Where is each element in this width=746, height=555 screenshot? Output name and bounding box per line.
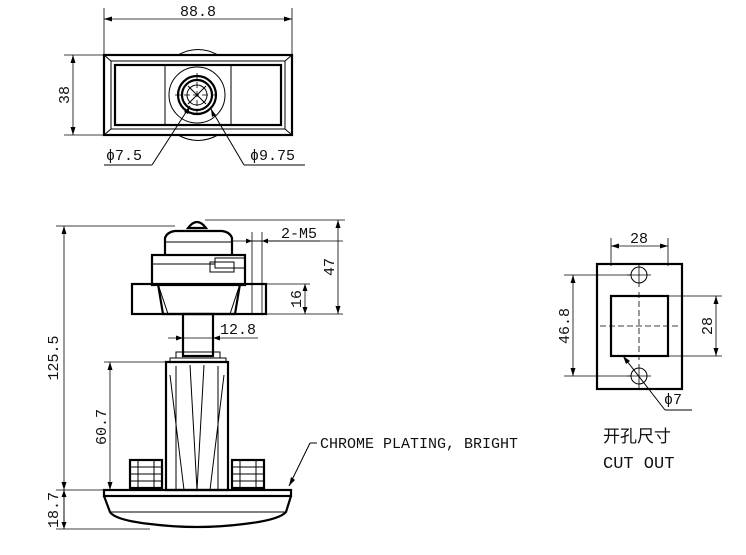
screw-label: 2-M5 <box>281 226 317 243</box>
hole-dia-label: ϕ7 <box>664 392 682 409</box>
cutout-title-en: CUT OUT <box>603 455 674 474</box>
top-height-dim: 38 <box>57 86 74 104</box>
right-nut <box>230 458 266 490</box>
overall-height-dim: 125.5 <box>46 335 63 380</box>
cutout-square-dim: 28 <box>700 317 717 335</box>
body-height-dim: 60.7 <box>94 409 111 445</box>
knob-outer-circle <box>168 66 226 124</box>
top-view: 88.8 38 ϕ7.5 <box>57 4 305 166</box>
cutout-width-dim: 28 <box>630 231 648 248</box>
top-width-dim: 88.8 <box>180 4 216 21</box>
outer-dia-label: ϕ9.75 <box>250 148 295 165</box>
cutout-view: 28 46.8 28 ϕ7 开孔尺寸 CUT OUT <box>557 231 722 474</box>
cutout-plate <box>595 262 684 391</box>
stem-width-dim: 12.8 <box>220 322 256 339</box>
cutout-height-dim: 46.8 <box>557 308 574 344</box>
base-height-dim: 18.7 <box>46 492 63 528</box>
cutout-title-cn: 开孔尺寸 <box>603 427 671 447</box>
head-height-dim: 47 <box>322 258 339 276</box>
left-nut <box>128 458 164 490</box>
inner-dia-label: ϕ7.5 <box>106 148 142 165</box>
flange-height-dim: 16 <box>289 290 306 308</box>
finish-note: CHROME PLATING, BRIGHT <box>320 436 518 453</box>
side-view: 47 2-M5 16 12.8 <box>46 219 518 530</box>
